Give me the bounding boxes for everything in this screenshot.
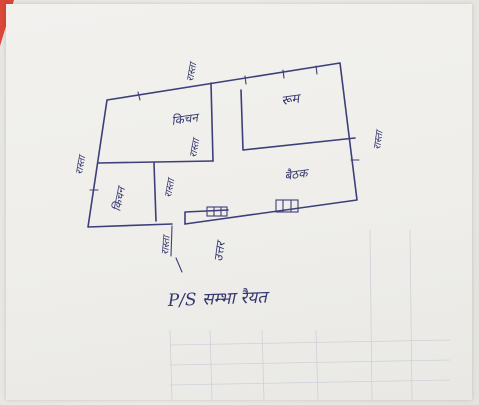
label-side-top: रास्ता (185, 60, 200, 83)
paper-sheet (6, 4, 472, 400)
label-passage-top: रास्ता (188, 136, 203, 159)
label-room-top-right: रूम (280, 91, 302, 109)
plot-boundary (87, 62, 358, 228)
window-marks (206, 199, 299, 217)
label-entrance: उत्तर (211, 239, 228, 263)
label-room-top-left: किचन (170, 110, 201, 128)
wall-kitchen-right (153, 162, 157, 222)
boundary-ticks (89, 65, 360, 191)
wall-horizontal-left (97, 160, 214, 164)
label-side-right: रास्ता (372, 128, 386, 151)
label-passage-left: रास्ता (163, 176, 178, 199)
label-room-bottom-right: बैठक (283, 166, 311, 183)
wall-vertical-mid (210, 82, 214, 162)
label-room-bottom-left: किचन (110, 184, 128, 212)
door-mark (170, 225, 183, 273)
label-side-left: रास्ता (74, 153, 89, 176)
label-side-bottom-left: रास्ता (160, 233, 173, 255)
wall-room-divider (240, 89, 356, 151)
plan-title: P/S सम्भा रैयत (166, 286, 270, 311)
